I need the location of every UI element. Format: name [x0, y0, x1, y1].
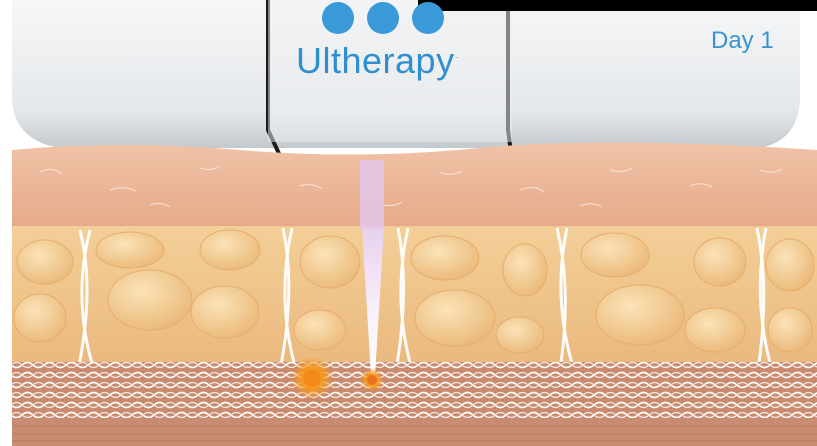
brand-name: Ultherapy [296, 40, 455, 81]
day-label: Day 1 [711, 27, 774, 55]
brand-dots-icon [322, 2, 444, 34]
top-black-bar [418, 0, 817, 11]
epidermis-layer [12, 142, 817, 228]
brand-mark: · [456, 52, 460, 62]
brand-wordmark: Ultherapy· [296, 40, 459, 82]
fat-layer [12, 226, 817, 376]
muscle-layer [12, 418, 817, 446]
smas-mesh-layer [12, 362, 817, 420]
